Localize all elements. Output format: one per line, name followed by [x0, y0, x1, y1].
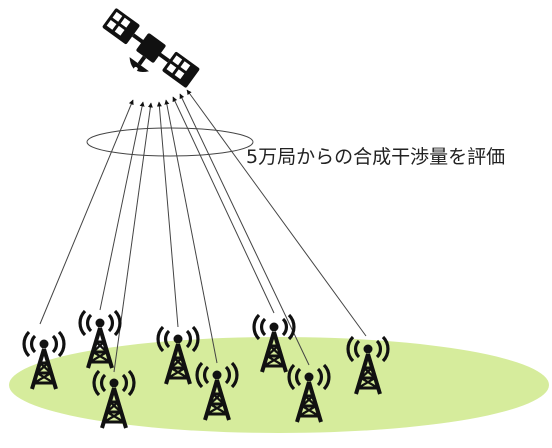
signal-line: [113, 102, 153, 373]
signal-line: [164, 99, 218, 364]
signal-line: [39, 99, 134, 325]
signal-line: [179, 93, 310, 366]
signal-line: [156, 101, 179, 328]
evaluation-caption: 5万局からの合成干渉量を評価: [246, 146, 506, 168]
aggregation-ring: [86, 127, 254, 157]
signal-line: [172, 96, 275, 314]
signal-line: [186, 89, 367, 337]
ground-area: [9, 337, 549, 433]
interference-paths: [39, 89, 367, 373]
signal-line: [99, 101, 145, 311]
satellite-icon: [102, 8, 200, 88]
